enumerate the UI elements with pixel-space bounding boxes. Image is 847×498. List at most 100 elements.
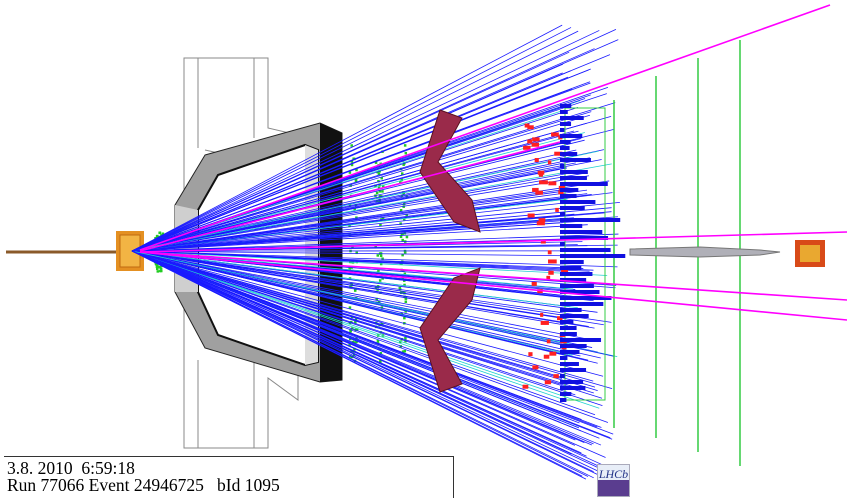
track (131, 114, 590, 252)
hit (398, 286, 402, 290)
hit (349, 337, 352, 341)
hit (403, 251, 407, 254)
track (131, 250, 568, 326)
calo-bar (560, 218, 621, 222)
track (131, 250, 576, 346)
calo-bar (560, 302, 604, 306)
track (131, 250, 580, 429)
event-datetime: 3.8. 2010 6:59:18 (7, 458, 135, 478)
muon-hit (546, 275, 551, 280)
track (131, 163, 612, 252)
calo-bar (560, 266, 582, 270)
hit (379, 254, 383, 258)
track (131, 102, 616, 252)
hit (378, 279, 382, 282)
calo-bar (560, 200, 596, 204)
calo-bar (560, 206, 585, 210)
rich1-outline (183, 57, 299, 449)
hit (405, 214, 409, 217)
long-tracks (139, 4, 847, 321)
hit (378, 195, 382, 198)
calo-bar (560, 146, 570, 150)
calo-bar (560, 356, 568, 360)
calo-bar (560, 368, 587, 372)
track (131, 250, 604, 377)
hit (381, 277, 384, 280)
track (131, 250, 614, 479)
run-event-line: Run 77066 Event 24946725 bId 1095 (7, 475, 280, 495)
hit (401, 238, 404, 242)
hit (348, 306, 352, 309)
track (131, 250, 609, 423)
calo-bar (560, 248, 611, 252)
muon-hit (524, 123, 530, 128)
track (131, 201, 577, 252)
track (131, 157, 590, 252)
hit (349, 355, 352, 358)
track (131, 30, 579, 252)
hit (403, 144, 407, 147)
calo-bar (560, 182, 608, 186)
track (131, 250, 576, 446)
track (131, 250, 572, 455)
track (131, 250, 567, 257)
calo-bar (560, 284, 594, 288)
track (131, 194, 592, 252)
hit (348, 171, 352, 174)
muon-hit (534, 158, 539, 163)
hit (354, 179, 358, 183)
calo-bar (560, 374, 565, 378)
hit (352, 157, 355, 160)
calo-bar (560, 230, 603, 234)
track (131, 250, 574, 290)
hit (399, 181, 402, 184)
hit (353, 289, 357, 292)
hit (381, 257, 384, 260)
muon-hit (538, 180, 548, 185)
hit (352, 354, 356, 357)
muon-hit (546, 339, 551, 344)
hit (377, 186, 381, 190)
hit (155, 235, 159, 238)
hit (378, 183, 381, 187)
track (131, 250, 604, 326)
track (131, 250, 603, 406)
muon-hit (547, 250, 552, 255)
muon-hit (532, 365, 539, 370)
track (131, 250, 596, 416)
track (131, 29, 617, 252)
track (131, 250, 565, 401)
calo-bar (560, 326, 577, 330)
beam-pipe-right (629, 240, 825, 267)
hit (404, 151, 408, 155)
hit (353, 341, 357, 344)
hit (403, 316, 406, 320)
track (131, 250, 615, 357)
calo-bar (560, 278, 587, 282)
hit (400, 232, 404, 236)
calo-bar (560, 392, 572, 396)
muon-hit (523, 145, 531, 150)
hit (401, 276, 405, 280)
calo-bar (560, 134, 583, 138)
hit (403, 350, 407, 353)
calo-bar (560, 242, 565, 246)
calo-bar (560, 290, 600, 294)
calo-bar (560, 164, 565, 168)
hit (399, 222, 402, 225)
calo-bar (560, 380, 584, 384)
hit (159, 269, 162, 273)
track (131, 48, 595, 252)
track (131, 250, 578, 309)
hit (381, 190, 384, 193)
hit (402, 163, 405, 166)
muon-hit (547, 160, 552, 165)
hit (405, 235, 409, 239)
muon-hit (557, 316, 563, 321)
calo-bar (560, 338, 602, 342)
track (131, 250, 582, 420)
hit (375, 297, 378, 301)
track (131, 250, 612, 470)
hit (404, 300, 408, 303)
calo-bar (560, 122, 572, 126)
